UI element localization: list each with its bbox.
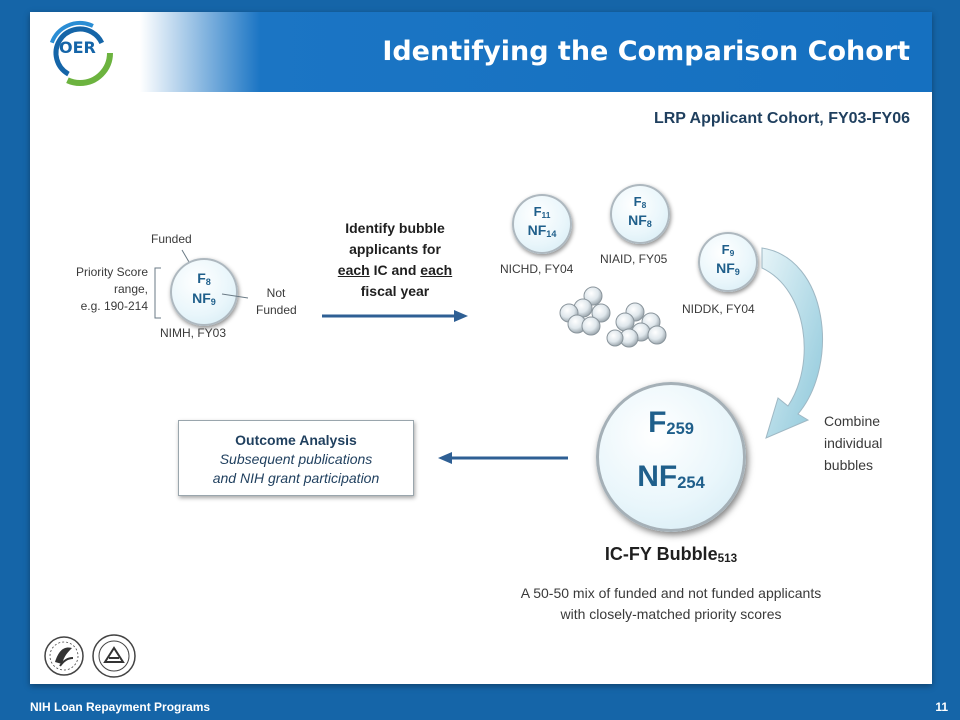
bubble-niddk: F9 NF9 — [698, 232, 758, 292]
bubble-niaid: F8 NF8 — [610, 184, 670, 244]
bubble-niddk-nf: NF9 — [716, 260, 740, 277]
priority-line-1: Priority Score — [75, 265, 148, 279]
outcome-analysis-box: Outcome Analysis Subsequent publications… — [178, 420, 414, 496]
combine-text: Combine individual bubbles — [824, 410, 882, 476]
priority-line-3: e.g. 190-214 — [80, 299, 148, 313]
example-bubble: F8 NF9 — [170, 258, 238, 326]
priority-score-label: Priority Score range, e.g. 190-214 — [58, 264, 148, 315]
ic-fy-bubble-name: IC-FY Bubble513 — [604, 544, 738, 565]
priority-bracket-icon — [154, 267, 161, 319]
oer-logo-icon — [47, 20, 113, 86]
curved-arrow-icon — [761, 247, 823, 439]
big-bubble-nf: NF254 — [637, 460, 705, 493]
title-bar: OER Identifying the Comparison Cohort — [30, 12, 932, 92]
nih-seal-icon — [92, 634, 136, 678]
description-line-1: A 50-50 mix of funded and not funded app… — [520, 585, 822, 601]
instruction-line-4: fiscal year — [360, 283, 430, 299]
priority-line-2: range, — [113, 282, 148, 296]
bubble-niaid-caption: NIAID, FY05 — [600, 252, 668, 266]
big-bubble-f: F259 — [648, 406, 694, 439]
instruction-line-3: each IC and each — [320, 260, 470, 281]
bubble-niddk-caption: NIDDK, FY04 — [682, 302, 755, 316]
small-bubbles-cluster-icon — [559, 286, 667, 348]
ic-fy-bubble-description: A 50-50 mix of funded and not funded app… — [450, 583, 892, 625]
instruction-each-2: each — [420, 262, 453, 278]
bubble-niaid-nf: NF8 — [628, 212, 652, 229]
bubble-nichd-caption: NICHD, FY04 — [500, 262, 574, 276]
combine-line-2: individual — [824, 435, 883, 451]
example-caption: NIMH, FY03 — [160, 326, 227, 340]
not-funded-connector-icon — [221, 293, 249, 299]
not-funded-line-2: Funded — [256, 303, 297, 317]
hhs-seal-icon — [44, 636, 84, 676]
not-funded-label: Not Funded — [256, 285, 297, 319]
description-line-2: with closely-matched priority scores — [560, 606, 782, 622]
page-title: Identifying the Comparison Cohort — [382, 36, 910, 67]
arrow-left-icon — [438, 452, 568, 464]
instruction-each-1: each — [337, 262, 370, 278]
slide: OER Identifying the Comparison Cohort LR… — [30, 12, 932, 684]
arrow-right-icon — [322, 310, 468, 322]
footer-program: NIH Loan Repayment Programs — [30, 700, 211, 714]
instruction-mid: IC and — [369, 262, 421, 278]
instruction-text: Identify bubble applicants for each IC a… — [320, 218, 470, 302]
combine-line-1: Combine — [824, 413, 881, 429]
bubble-niaid-f: F8 — [633, 194, 647, 210]
bubble-nichd: F11 NF14 — [512, 194, 572, 254]
bubble-niddk-f: F9 — [721, 242, 735, 258]
ic-fy-bubble: F259 NF254 — [596, 382, 746, 532]
instruction-line-1: Identify bubble — [345, 220, 445, 236]
instruction-line-2: applicants for — [349, 241, 441, 257]
not-funded-line-1: Not — [266, 286, 286, 300]
example-nf-count: NF9 — [192, 290, 216, 307]
outcome-title: Outcome Analysis — [235, 432, 357, 448]
outcome-line-1: Subsequent publications — [219, 451, 373, 467]
example-f-count: F8 — [197, 270, 211, 287]
bubble-nichd-nf: NF14 — [527, 222, 557, 239]
outcome-line-2: and NIH grant participation — [212, 470, 380, 486]
bubble-nichd-f: F11 — [533, 204, 551, 220]
funded-label: Funded — [151, 232, 192, 246]
logo-text: OER — [59, 38, 96, 57]
footer-page-number: 11 — [935, 700, 948, 714]
subtitle: LRP Applicant Cohort, FY03-FY06 — [653, 110, 910, 127]
combine-line-3: bubbles — [824, 457, 874, 473]
